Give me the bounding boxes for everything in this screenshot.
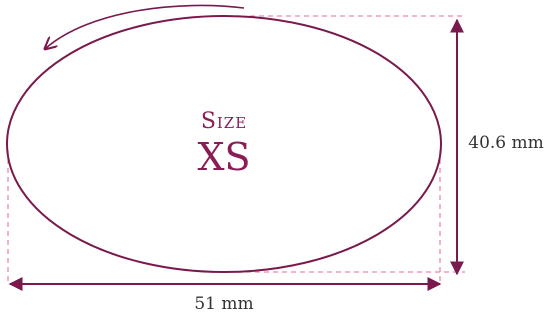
width-dimension-label: 51 mm — [194, 294, 253, 314]
size-value-label: XS — [197, 135, 250, 179]
oval-outline — [6, 15, 442, 273]
dimension-guides — [7, 15, 465, 284]
size-prefix-label: Size — [201, 109, 247, 134]
height-dimension-label: 40.6 mm — [468, 133, 544, 153]
rotation-arrow-icon — [46, 4, 245, 48]
